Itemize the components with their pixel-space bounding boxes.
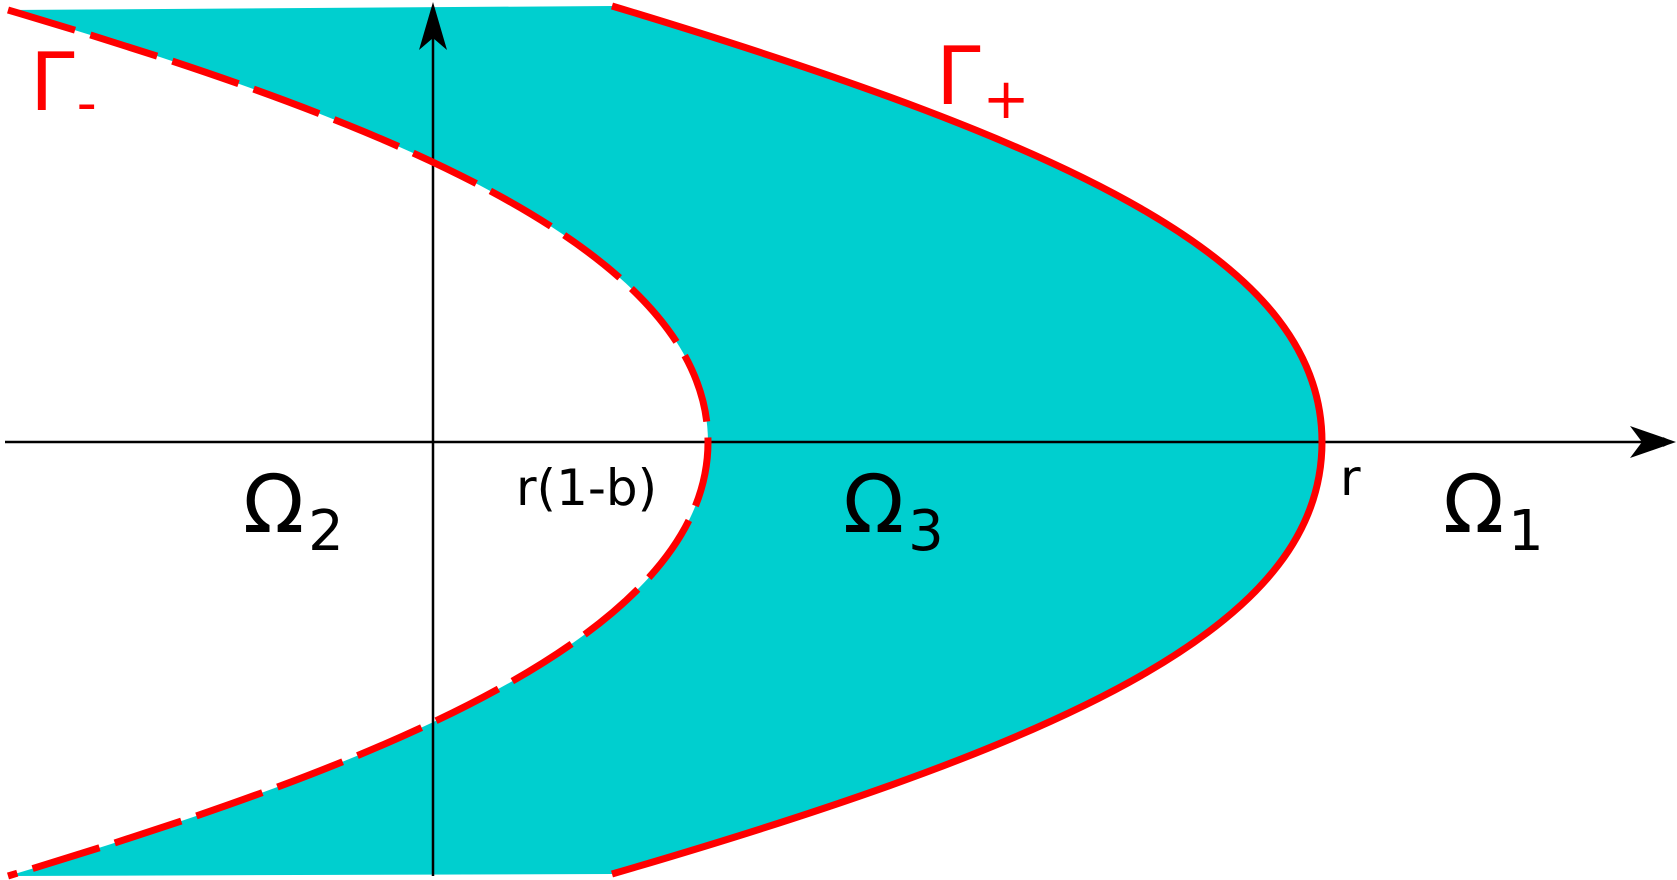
- gamma-plus-subscript: +: [983, 67, 1030, 132]
- gamma-minus-label: Γ-: [30, 36, 97, 136]
- gamma-minus-symbol: Γ: [30, 36, 75, 129]
- inner-vertex-label: r(1-b): [516, 459, 657, 517]
- omega-3-shaded-region: [8, 6, 1322, 876]
- omega-2-subscript: 2: [308, 499, 344, 564]
- omega-3-label: Ω3: [843, 458, 944, 564]
- gamma-minus-curve: [6, 6, 712, 880]
- omega-1-label: Ω1: [1443, 458, 1544, 564]
- omega-1-symbol: Ω: [1443, 458, 1504, 551]
- outer-vertex-label: r: [1340, 449, 1361, 507]
- omega-2-symbol: Ω: [243, 458, 304, 551]
- horizontal-axis-arrowhead-icon: [1630, 426, 1676, 458]
- omega-2-label: Ω2: [243, 458, 344, 564]
- gamma-minus-subscript: -: [77, 71, 97, 136]
- omega-1-subscript: 1: [1508, 499, 1544, 564]
- gamma-plus-curve: [610, 2, 1326, 878]
- omega-3-subscript: 3: [908, 499, 944, 564]
- omega-3-symbol: Ω: [843, 458, 904, 551]
- gamma-plus-symbol: Γ: [936, 30, 981, 123]
- gamma-plus-label: Γ+: [936, 30, 1030, 132]
- vertical-axis-arrowhead-icon: [419, 2, 447, 50]
